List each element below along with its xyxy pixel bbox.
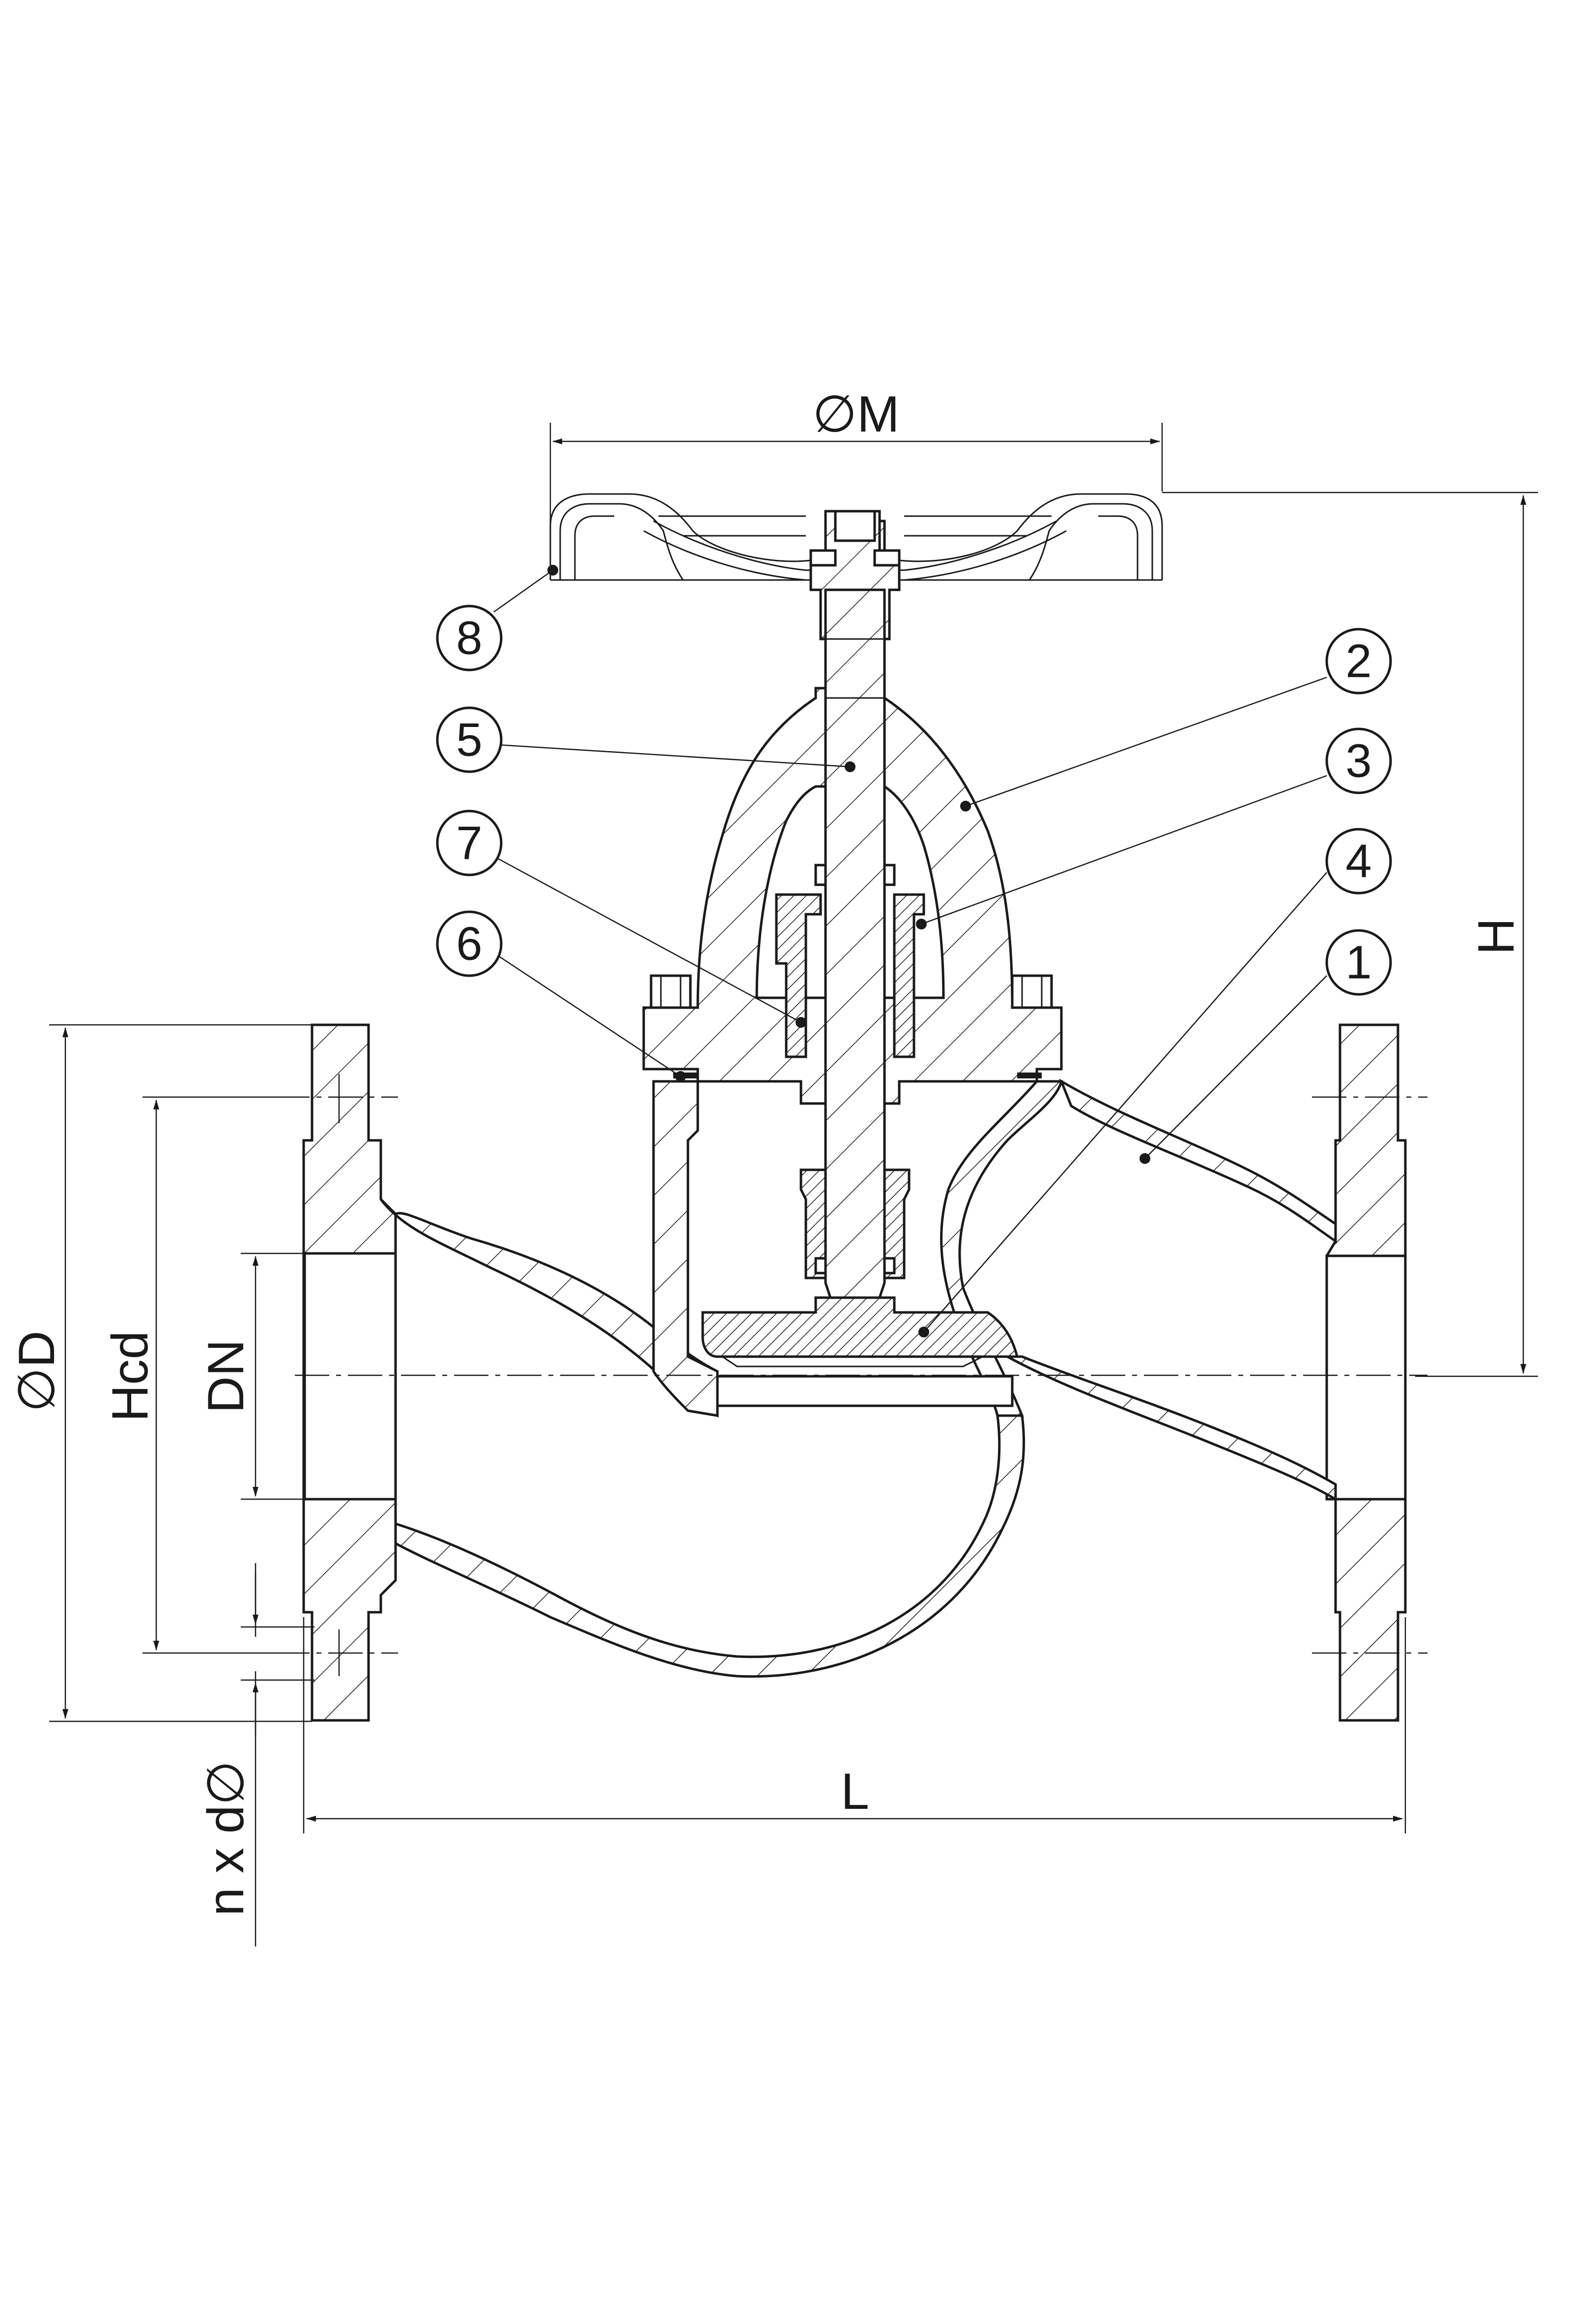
balloon-7-label: 7	[456, 817, 482, 870]
disc-body	[701, 1296, 1019, 1358]
balloon-8-label: 8	[456, 612, 482, 665]
balloon-3: 3	[1325, 727, 1392, 794]
balloon-2: 2	[1325, 628, 1392, 695]
bonnet-neck	[652, 1080, 719, 1417]
stem-body	[824, 520, 886, 1299]
balloon-6-label: 6	[456, 918, 482, 970]
balloon-5: 5	[436, 706, 503, 773]
balloon-1-label: 1	[1345, 936, 1371, 989]
dim-bolt-holes: n x d∅	[198, 1761, 255, 1916]
dim-flange-diameter: ∅D	[8, 1331, 65, 1412]
handwheel	[549, 493, 1163, 640]
dim-handwheel-diameter: ∅M	[812, 386, 899, 443]
balloon-5-label: 5	[456, 714, 482, 766]
bonnet-bolt-right	[1011, 974, 1053, 1009]
stem	[814, 520, 896, 1299]
balloon-8: 8	[436, 605, 503, 671]
dim-height: H	[1468, 918, 1525, 955]
dim-length: L	[841, 1763, 869, 1820]
balloon-7: 7	[436, 810, 503, 876]
dim-bolt-circle: Hcd	[102, 1331, 159, 1422]
balloon-6: 6	[436, 910, 503, 977]
left-bore	[303, 1252, 397, 1501]
body-right-upper-wall	[1058, 1078, 1337, 1244]
body-lower-wall	[394, 1414, 1026, 1678]
right-bore	[1325, 1254, 1407, 1501]
bonnet-bolt-left	[650, 974, 692, 1009]
dimensions: ∅M H ∅D Hcd DN n x d∅ L	[8, 386, 1538, 1946]
balloon-2-label: 2	[1345, 635, 1371, 688]
seat-ring	[716, 1375, 1014, 1407]
part-callouts: 1 2 3 4 5 6 7 8	[436, 565, 1392, 1337]
gasket-right	[1017, 1073, 1042, 1078]
packing	[775, 893, 925, 1279]
body-right-wall	[1006, 1355, 1337, 1502]
gland-left	[775, 893, 822, 1058]
dim-nominal-diameter: DN	[198, 1339, 255, 1413]
balloon-4-label: 4	[1345, 835, 1371, 888]
gland-right	[893, 893, 925, 1058]
valve-body	[302, 1023, 1407, 1722]
balloon-3-label: 3	[1345, 735, 1371, 787]
balloon-4: 4	[1325, 828, 1392, 895]
centre-lines	[275, 1074, 1427, 1676]
disc	[701, 1296, 1019, 1367]
balloon-1: 1	[1325, 929, 1392, 996]
